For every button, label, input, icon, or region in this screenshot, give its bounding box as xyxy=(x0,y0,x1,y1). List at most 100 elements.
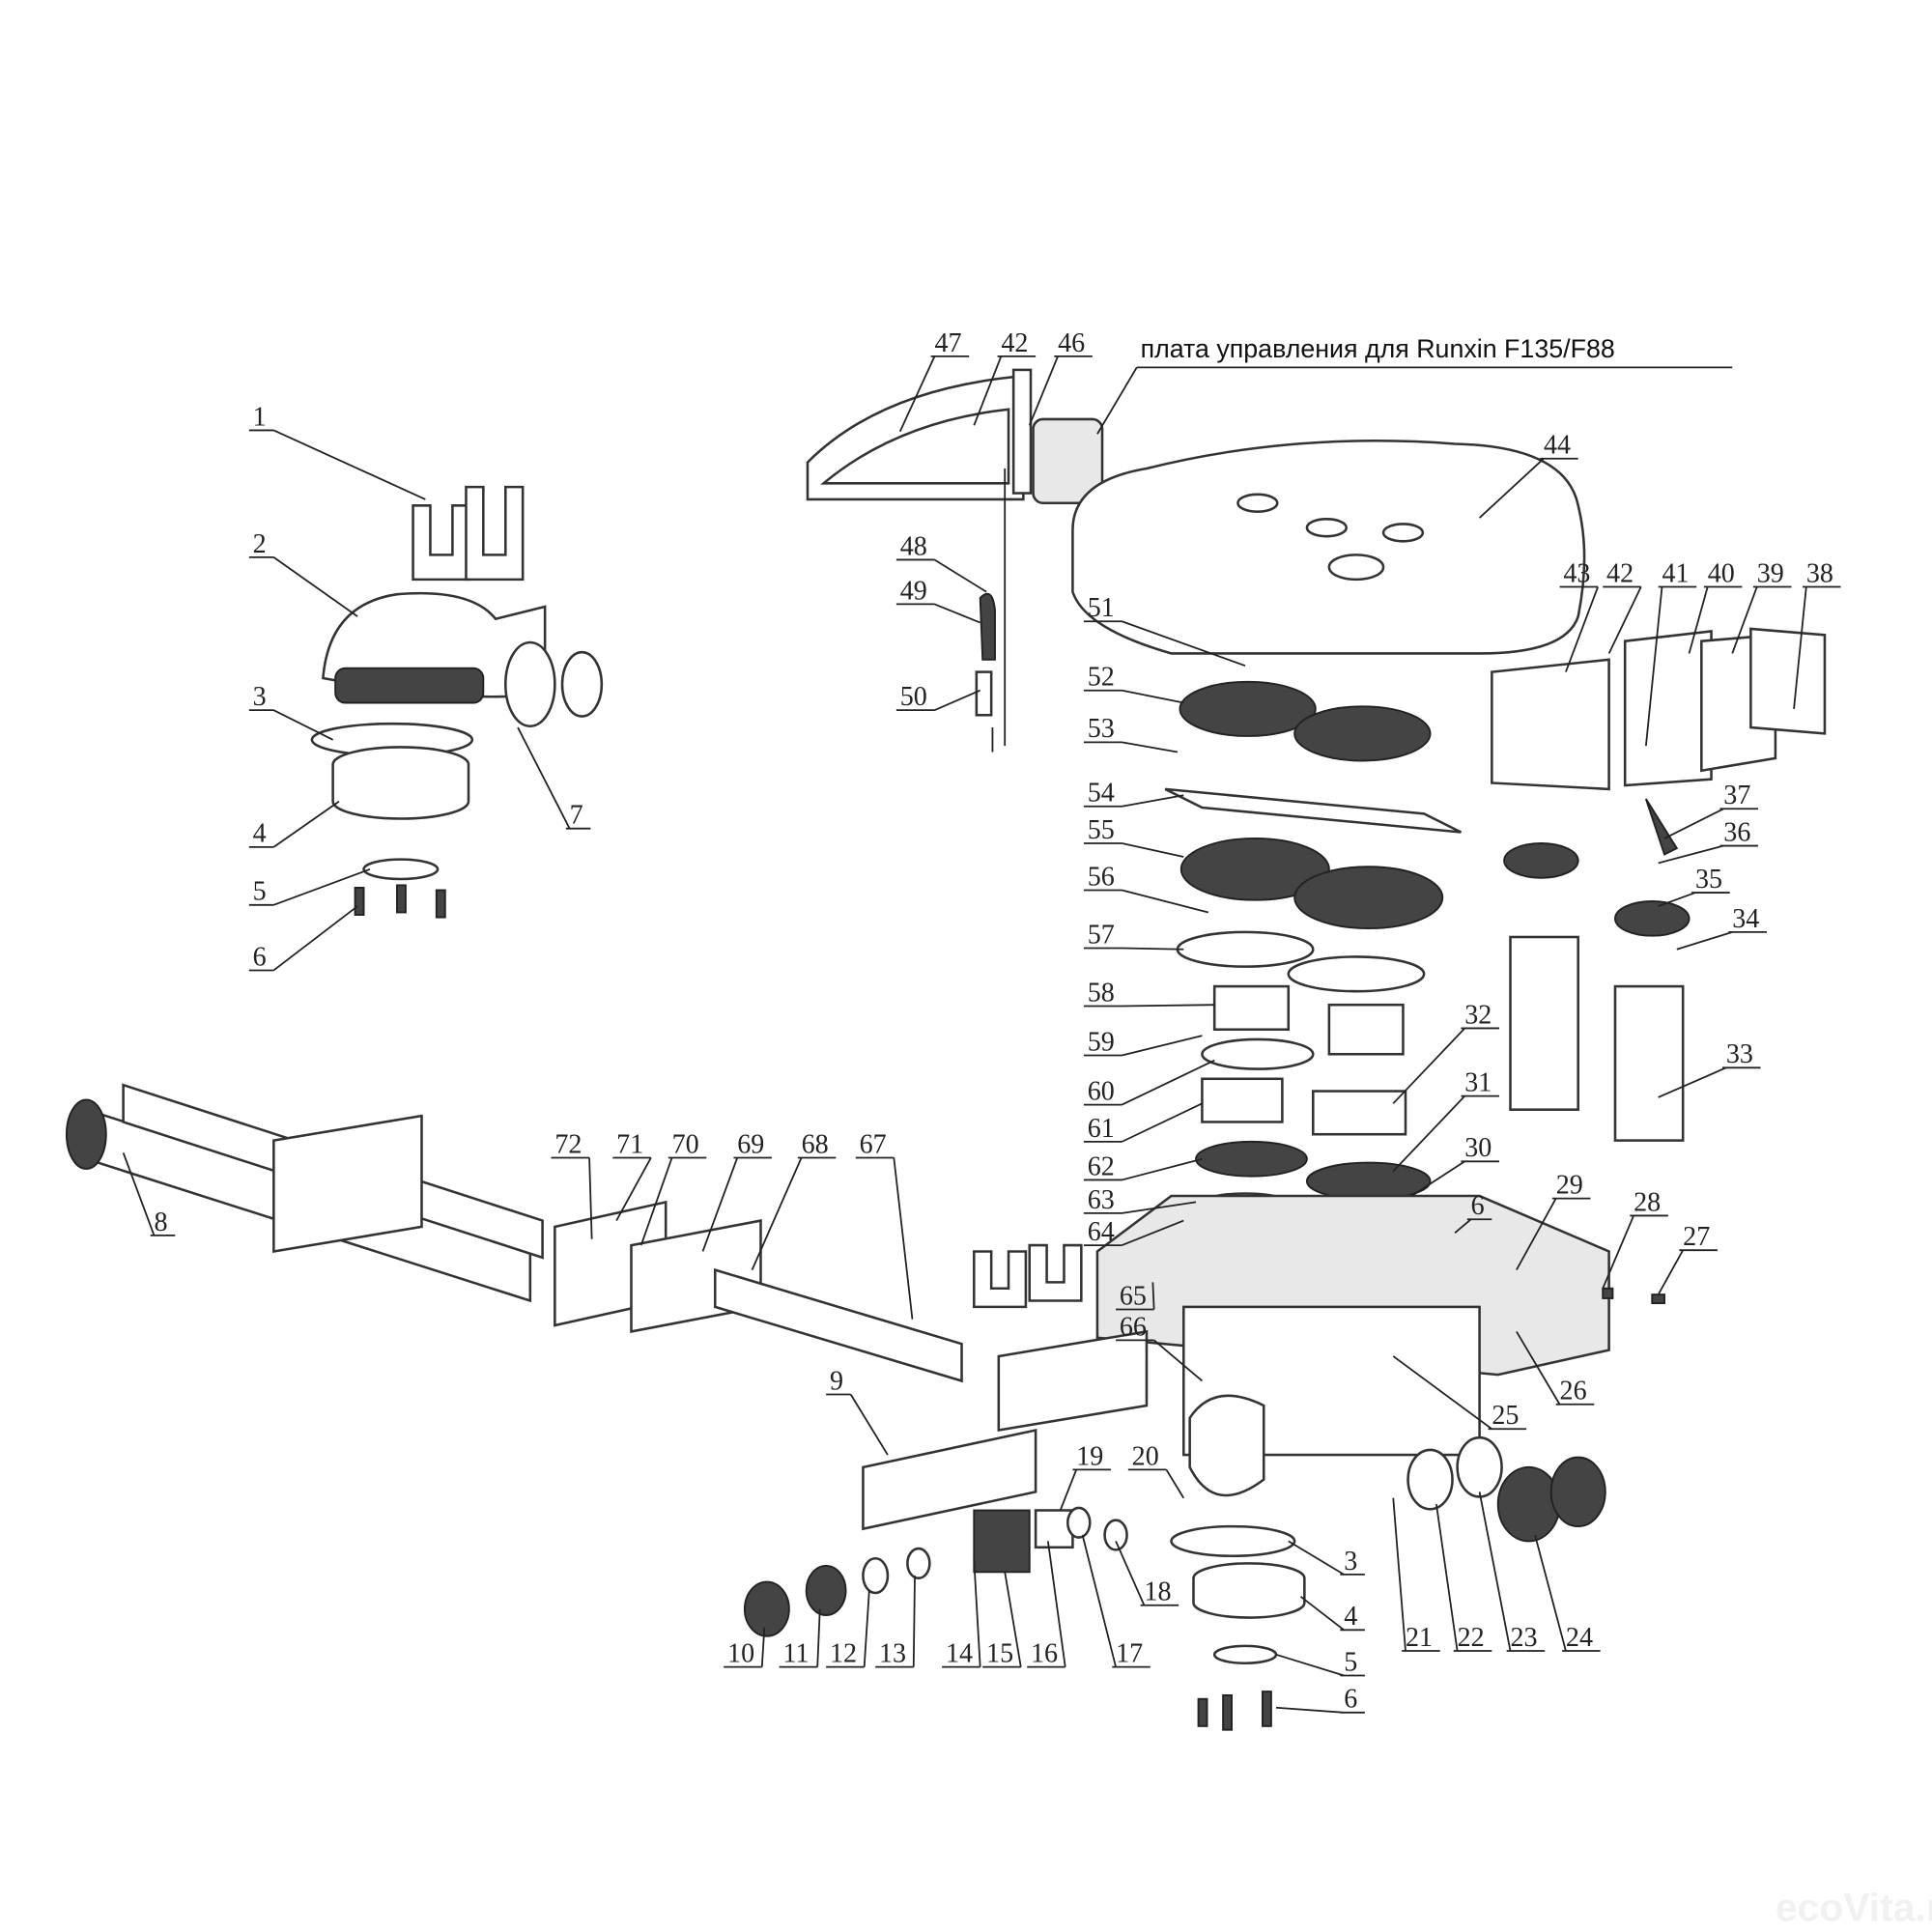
leader-line xyxy=(1083,1201,1197,1214)
ring-part-5b xyxy=(1212,1644,1278,1665)
ring-part-17 xyxy=(1066,1506,1092,1539)
leader-line xyxy=(1116,1339,1203,1382)
leader-line xyxy=(1027,1541,1066,1668)
leader-line xyxy=(1116,1282,1155,1311)
plate-part-38 xyxy=(1749,627,1827,735)
leader-line xyxy=(1299,1596,1365,1632)
leader-line xyxy=(779,1608,821,1668)
leader-line xyxy=(1083,1059,1215,1106)
screw-part-6 xyxy=(354,886,365,916)
part-label-61: 61 xyxy=(1088,1114,1115,1144)
part-label-62: 62 xyxy=(1088,1151,1115,1181)
nut-part-10 xyxy=(743,1580,790,1637)
part-label-33: 33 xyxy=(1726,1039,1753,1069)
part-22 xyxy=(1406,1448,1454,1511)
leader-line xyxy=(1603,585,1642,654)
part-label-5: 5 xyxy=(253,877,267,907)
pipe-part-67 xyxy=(713,1267,963,1383)
annotation-leader xyxy=(1096,366,1733,435)
leader-line xyxy=(1516,1330,1595,1406)
leader-line xyxy=(1081,1534,1151,1668)
leader-line xyxy=(1059,1468,1111,1511)
part-label-60: 60 xyxy=(1088,1076,1115,1106)
leader-line xyxy=(1275,1706,1365,1714)
gear-part-35 xyxy=(1503,842,1579,879)
clip-part-1 xyxy=(412,504,471,582)
part-16 xyxy=(1034,1509,1074,1549)
screw-part-6f xyxy=(1261,1690,1272,1727)
leader-line xyxy=(1602,1214,1668,1290)
screw-part-28 xyxy=(1602,1287,1614,1299)
part-label-5: 5 xyxy=(1344,1647,1357,1677)
screw-part-6e xyxy=(1222,1693,1234,1731)
part-label-4: 4 xyxy=(1344,1602,1357,1632)
board-part-41 xyxy=(1623,630,1713,787)
ring-part-13 xyxy=(906,1547,931,1579)
gear-part-62 xyxy=(1195,1140,1308,1178)
part-label-23: 23 xyxy=(1510,1623,1537,1653)
part-label-50: 50 xyxy=(900,682,927,712)
leader-line xyxy=(612,1156,652,1221)
leader-line xyxy=(1115,1541,1179,1606)
part-label-46: 46 xyxy=(1058,328,1085,358)
leader-line xyxy=(1392,1497,1440,1652)
part-label-7: 7 xyxy=(570,801,583,831)
panel-window xyxy=(820,408,1010,485)
leader-line xyxy=(875,1576,916,1668)
part-label-6: 6 xyxy=(1344,1685,1357,1715)
leader-line xyxy=(1028,355,1093,426)
o-ring-part-3b xyxy=(1170,1524,1296,1557)
part-label-41: 41 xyxy=(1662,558,1689,588)
board-part-43 xyxy=(1491,658,1610,791)
part-label-51: 51 xyxy=(1088,593,1115,623)
part-label-70: 70 xyxy=(672,1129,699,1159)
part-label-6: 6 xyxy=(253,942,267,972)
leader-line xyxy=(1534,1534,1601,1652)
leader-line xyxy=(1392,1094,1500,1173)
leader-line xyxy=(1083,1157,1203,1181)
leader-line xyxy=(517,726,591,830)
leader-line xyxy=(1731,585,1792,654)
bypass-flange xyxy=(272,1114,423,1253)
piston-part-58b xyxy=(1327,1003,1405,1056)
part-label-69: 69 xyxy=(737,1129,764,1159)
leader-line xyxy=(1645,585,1697,747)
clip-part-1b xyxy=(465,485,525,582)
cable xyxy=(991,469,1007,753)
clip-part-1d xyxy=(1028,1243,1083,1302)
part-label-39: 39 xyxy=(1757,558,1784,588)
part-label-67: 67 xyxy=(860,1129,887,1159)
part-label-53: 53 xyxy=(1088,714,1115,744)
plate-part-54 xyxy=(1164,787,1463,834)
part-label-68: 68 xyxy=(802,1129,829,1159)
part-label-40: 40 xyxy=(1708,558,1735,588)
ring-part-57b xyxy=(1287,955,1426,993)
screw-part-27 xyxy=(1651,1293,1665,1305)
motor-part-32b xyxy=(1509,935,1579,1111)
gear-part-35b xyxy=(1614,900,1690,937)
part-label-20: 20 xyxy=(1132,1441,1159,1471)
leader-line xyxy=(1454,1218,1492,1235)
leader-line xyxy=(1275,1653,1365,1677)
sensor-part-49 xyxy=(979,592,996,661)
bypass-assembly xyxy=(65,1083,1149,1637)
part-label-71: 71 xyxy=(616,1129,643,1159)
leader-line xyxy=(551,1156,593,1239)
part-label-29: 29 xyxy=(1556,1170,1583,1200)
leader-line xyxy=(826,1590,870,1668)
annotation-text: плата управления для Runxin F135/F88 xyxy=(1141,334,1615,363)
top-valve-assembly xyxy=(310,485,604,919)
part-23 xyxy=(1456,1435,1503,1498)
part-label-65: 65 xyxy=(1120,1281,1147,1311)
part-label-32: 32 xyxy=(1464,1000,1492,1030)
part-label-3: 3 xyxy=(253,682,267,712)
leader-line xyxy=(1657,1249,1718,1295)
leader-line xyxy=(1559,585,1599,672)
display-panel-assembly xyxy=(806,368,1827,791)
part-15 xyxy=(973,1509,1031,1574)
leader-line xyxy=(1083,1102,1203,1143)
part-label-8: 8 xyxy=(155,1208,168,1237)
part-label-15: 15 xyxy=(986,1638,1013,1668)
